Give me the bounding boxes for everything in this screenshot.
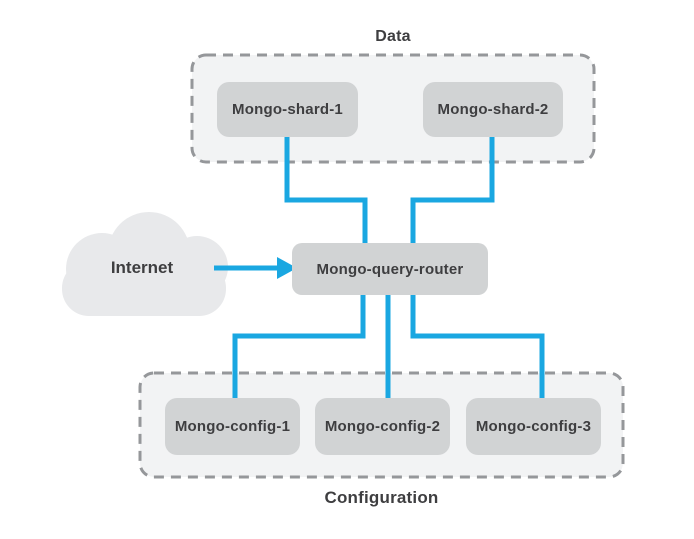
connector-shard2-router — [410, 135, 495, 246]
node-mongo-query-router: Mongo-query-router — [292, 243, 488, 295]
node-mongo-shard-1: Mongo-shard-1 — [217, 82, 358, 137]
node-mongo-config-2: Mongo-config-2 — [315, 398, 450, 455]
node-mongo-config-1: Mongo-config-1 — [165, 398, 300, 455]
cloud-icon — [62, 212, 228, 316]
connector-router-config1 — [232, 292, 366, 401]
data-group-label: Data — [375, 28, 411, 45]
connector-router-config3 — [410, 292, 545, 401]
configuration-group-label: Configuration — [324, 488, 439, 507]
connector-shard1-router — [284, 135, 368, 246]
node-mongo-shard-2: Mongo-shard-2 — [423, 82, 563, 137]
arrow-right-icon — [214, 257, 297, 279]
internet-label: Internet — [110, 258, 174, 277]
node-mongo-config-3: Mongo-config-3 — [466, 398, 601, 455]
